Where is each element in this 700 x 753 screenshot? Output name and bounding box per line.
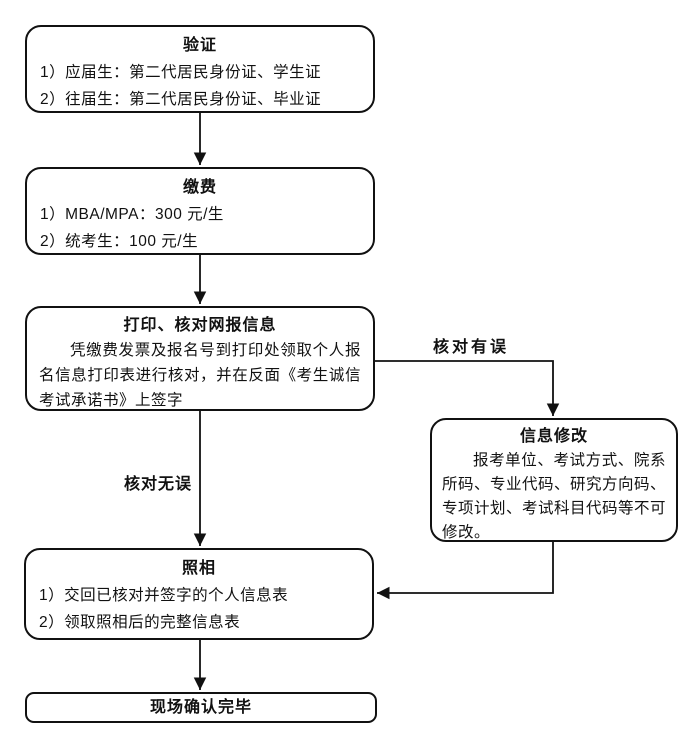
arrow-modify-to-photo xyxy=(377,542,554,600)
info-modify-box: 信息修改 报考单位、考试方式、院系所码、专业代码、研究方向码、专项计划、考试科目… xyxy=(430,418,678,542)
photo-item-1: 1）交回已核对并签字的个人信息表 xyxy=(39,587,289,604)
info-modify-title: 信息修改 xyxy=(519,428,588,445)
done-box: 现场确认完毕 xyxy=(25,692,377,723)
print-check-body: 凭缴费发票及报名号到打印处领取个人报名信息打印表进行核对，并在反面《考生诚信考试… xyxy=(39,342,361,409)
info-modify-body: 报考单位、考试方式、院系所码、专业代码、研究方向码、专项计划、考试科目代码等不可… xyxy=(442,452,667,541)
verify-item-1: 1）应届生：第二代居民身份证、学生证 xyxy=(40,64,322,81)
photo-box: 照相 1）交回已核对并签字的个人信息表 2）领取照相后的完整信息表 xyxy=(24,548,374,640)
verify-box: 验证 1）应届生：第二代居民身份证、学生证 2）往届生：第二代居民身份证、毕业证 xyxy=(25,25,375,113)
payment-box: 缴费 1）MBA/MPA：300 元/生 2）统考生：100 元/生 xyxy=(25,167,375,255)
done-title: 现场确认完毕 xyxy=(149,699,252,716)
payment-item-2: 2）统考生：100 元/生 xyxy=(40,233,199,250)
verify-title: 验证 xyxy=(182,37,217,54)
photo-title: 照相 xyxy=(181,560,216,577)
edge-label-check-ok: 核对无误 xyxy=(124,476,193,493)
verify-item-2: 2）往届生：第二代居民身份证、毕业证 xyxy=(40,91,322,108)
print-check-title: 打印、核对网报信息 xyxy=(123,317,277,334)
edge-label-check-error: 核对有误 xyxy=(433,339,510,356)
photo-item-2: 2）领取照相后的完整信息表 xyxy=(39,614,241,631)
print-check-box: 打印、核对网报信息 凭缴费发票及报名号到打印处领取个人报名信息打印表进行核对，并… xyxy=(25,306,375,411)
arrow-print-to-modify xyxy=(375,360,560,416)
payment-title: 缴费 xyxy=(182,179,217,196)
payment-item-1: 1）MBA/MPA：300 元/生 xyxy=(40,206,224,223)
